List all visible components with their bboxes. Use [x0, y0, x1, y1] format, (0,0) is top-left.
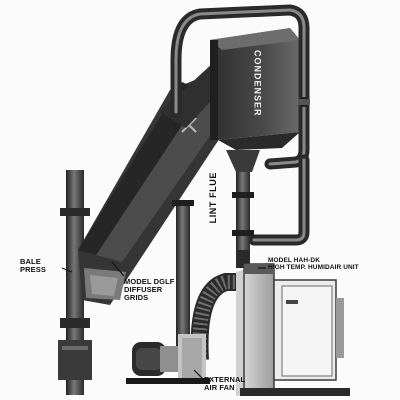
- bale-press-line-2: PRESS: [20, 264, 46, 274]
- overhead-pipe-loop: [170, 4, 310, 246]
- lint-flue-label: LINT FLUE: [208, 172, 218, 224]
- diffuser-line-3: GRIDS: [124, 292, 149, 302]
- bale-press-label: BALE PRESS: [20, 258, 46, 274]
- leader-lines: [61, 261, 266, 381]
- humidair-line-2: HIGH TEMP. HUMIDAIR UNIT: [268, 263, 359, 271]
- diffuser-label: MODEL DGLF DIFFUSER GRIDS: [124, 278, 174, 302]
- fan-label: EXTERNAL AIR FAN: [204, 376, 245, 392]
- lower-pipe: [172, 200, 194, 350]
- diffuser-line-2: DIFFUSER: [124, 284, 163, 294]
- valve-body: [298, 99, 310, 105]
- diffuser-line-1: MODEL DGLF: [124, 277, 175, 286]
- bale-press-column: [58, 170, 92, 395]
- fan-line-1: EXTERNAL: [204, 375, 246, 384]
- humidair-label: MODEL HAH-DK HIGH TEMP. HUMIDAIR UNIT: [268, 257, 359, 272]
- humidair-unit: [236, 262, 350, 396]
- external-air-fan: [126, 334, 210, 384]
- humidair-line-1: MODEL HAH-DK: [268, 257, 320, 264]
- bale-press-line-1: BALE: [20, 257, 41, 266]
- condenser-unit: [210, 28, 300, 150]
- fan-line-2: AIR FAN: [204, 382, 235, 392]
- condenser-label: CONDENSER: [252, 50, 263, 117]
